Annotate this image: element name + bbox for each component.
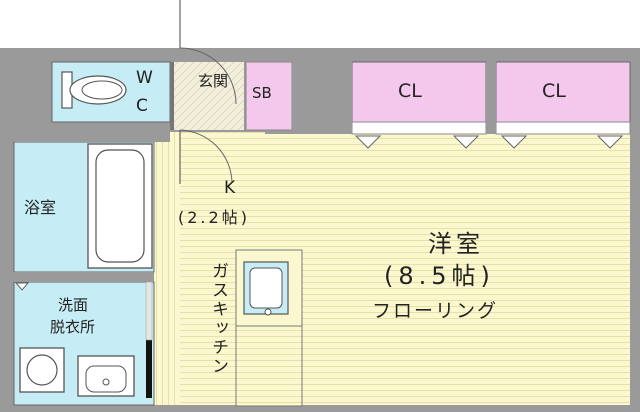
inner-wall bbox=[292, 62, 352, 134]
toilet-seat bbox=[81, 80, 123, 100]
closet-label-2: CL bbox=[542, 80, 566, 102]
kitchen-sink-bowl bbox=[249, 267, 283, 309]
faucet bbox=[102, 378, 110, 386]
inner-wall bbox=[14, 124, 170, 142]
western-room-name: 洋室 bbox=[428, 230, 484, 258]
wc-label-w: W bbox=[136, 68, 153, 88]
kitchen-size: (2.2帖) bbox=[178, 208, 250, 227]
entrance-label: 玄関 bbox=[198, 72, 229, 90]
sink-drain bbox=[264, 308, 272, 316]
closet-door-mark bbox=[500, 135, 528, 149]
closet-door-frame bbox=[495, 121, 631, 135]
closet-1 bbox=[351, 61, 487, 123]
gas-kitchen-label: ガスキッチン bbox=[208, 262, 228, 376]
sliding-door bbox=[146, 340, 152, 398]
entrance-door-swing bbox=[179, 47, 237, 105]
bathtub-inner bbox=[95, 149, 145, 263]
kitchen-door-swing bbox=[179, 129, 233, 183]
closet-door-mark bbox=[596, 135, 624, 149]
western-room-size: (8.5帖) bbox=[384, 262, 495, 290]
bath-label: 浴室 bbox=[24, 198, 57, 217]
entrance-floor bbox=[172, 62, 244, 130]
sb-label: SB bbox=[252, 84, 272, 102]
gas-kitchen-area bbox=[235, 325, 303, 407]
wc-label-c: C bbox=[136, 96, 148, 116]
washing-machine-drum bbox=[26, 354, 58, 386]
laundry-label-2: 脱衣所 bbox=[50, 318, 96, 336]
kitchen-label: K bbox=[224, 178, 236, 198]
western-room-floor-label: フローリング bbox=[372, 300, 499, 322]
closet-label-1: CL bbox=[398, 80, 422, 102]
door-mark bbox=[14, 282, 30, 291]
closet-2 bbox=[495, 61, 631, 123]
laundry-label-1: 洗面 bbox=[58, 296, 89, 314]
closet-door-mark bbox=[452, 135, 480, 149]
inner-wall bbox=[170, 62, 174, 130]
corridor-floor bbox=[152, 132, 180, 405]
closet-door-mark bbox=[354, 135, 382, 149]
inner-wall bbox=[486, 62, 496, 134]
closet-door-frame bbox=[351, 121, 487, 135]
sb-area bbox=[245, 61, 293, 131]
floor-divider bbox=[145, 281, 153, 341]
inner-wall bbox=[14, 272, 154, 282]
